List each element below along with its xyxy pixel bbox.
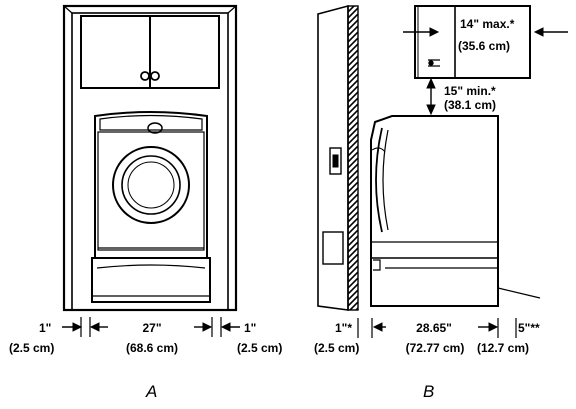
b-cabinet-depth-inches: 14" max.* (460, 17, 515, 31)
washer-front (91, 111, 211, 303)
b-back-gap-inches: 1"* (335, 321, 352, 335)
upper-cabinet-side (414, 5, 531, 79)
cabinet-knob-right (150, 71, 160, 81)
figure-b-side-view: 14" max.* (35.6 cm) 15" min.* (38.1 cm) … (314, 4, 568, 401)
figure-b-dimension-lines (357, 318, 517, 338)
b-top-clearance-cm: (38.1 cm) (444, 98, 496, 112)
b-front-gap-cm: (12.7 cm) (477, 341, 529, 355)
a-width-inches: 27" (142, 321, 161, 335)
b-back-gap-cm: (2.5 cm) (314, 341, 359, 355)
b-front-gap-inches: 5"** (518, 321, 540, 335)
cabinet-knob-left (140, 71, 150, 81)
side-wall (317, 4, 359, 311)
figure-b-letter: B (423, 382, 434, 401)
closet-frame (62, 4, 238, 312)
upper-cabinet (80, 15, 220, 89)
figure-a-dimension-lines (62, 317, 240, 337)
figure-a-letter: A (145, 382, 157, 401)
b-cabinet-depth-cm: (35.6 cm) (458, 39, 510, 53)
washer-pedestal (91, 257, 211, 303)
wall-panel (322, 231, 344, 265)
b-top-clearance-inches: 15" min.* (444, 84, 496, 98)
washer-door (112, 146, 190, 224)
a-right-gap-cm: (2.5 cm) (237, 341, 282, 355)
figure-a-front-view: 1" (2.5 cm) 27" (68.6 cm) 1" (2.5 cm) A (9, 4, 282, 401)
a-width-cm: (68.6 cm) (126, 341, 178, 355)
b-depth-inches: 28.65" (416, 321, 452, 335)
a-left-gap-cm: (2.5 cm) (9, 341, 54, 355)
a-right-gap-inches: 1" (244, 321, 256, 335)
figure-b-top-arrows (403, 27, 568, 116)
a-left-gap-inches: 1" (39, 321, 51, 335)
b-depth-cm: (72.77 cm) (406, 341, 465, 355)
washer-side (370, 115, 541, 307)
